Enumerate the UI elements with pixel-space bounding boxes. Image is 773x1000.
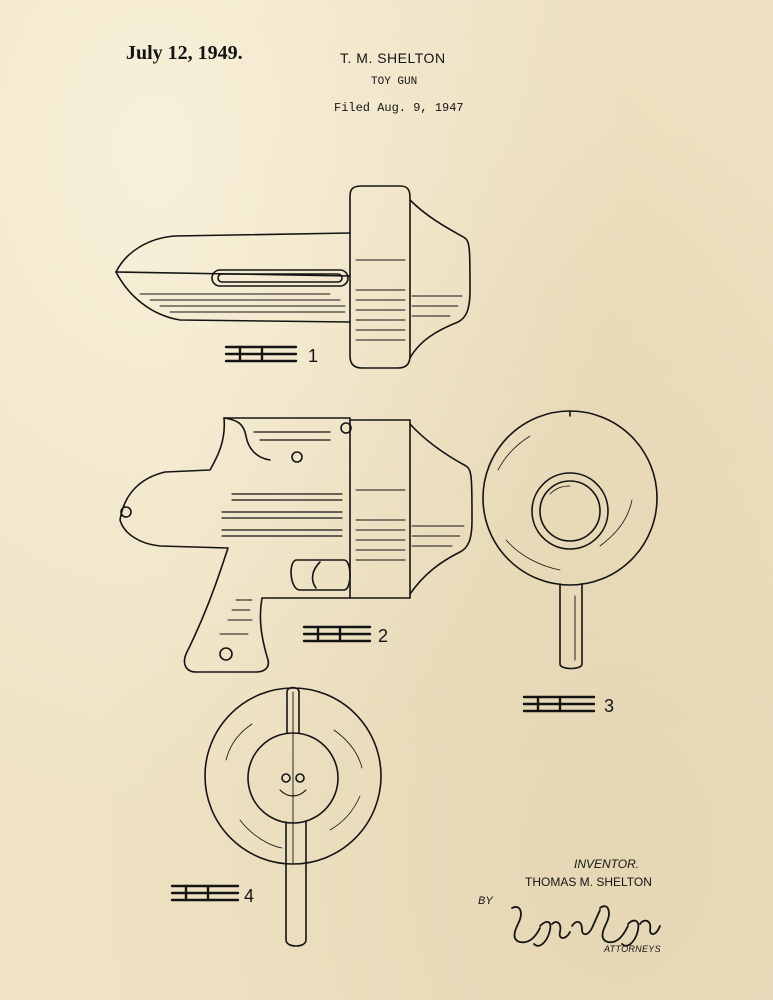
inventor-header: T. M. SHELTON: [340, 50, 446, 66]
fig4-barrel-top: [286, 686, 300, 734]
fig2-trigger-guard: [290, 559, 351, 591]
fig3-handle: [559, 583, 583, 670]
figure-1: 1: [115, 185, 471, 369]
attorneys-label: ATTORNEYS: [604, 944, 661, 954]
fig3-number: 3: [604, 696, 614, 716]
fig2-body-outline: [119, 417, 351, 673]
fig2-drum-shading: [355, 489, 465, 561]
fig4-left-screw: [281, 773, 291, 783]
fig1-label-mark: [224, 345, 298, 363]
filed-date: Filed Aug. 9, 1947: [334, 101, 464, 115]
fig1-muzzle-cone: [409, 199, 471, 359]
figure-3: 3: [482, 410, 658, 716]
fig1-drum-shading: [355, 259, 463, 341]
figure-4: 4: [170, 686, 382, 947]
fig3-barrel-opening: [539, 480, 601, 542]
fig2-trigger: [311, 561, 321, 589]
fig2-sight-pin: [340, 422, 352, 434]
fig1-number: 1: [308, 346, 318, 366]
fig2-body-drum: [349, 419, 411, 599]
fig2-top-notch: [223, 417, 271, 461]
fig2-grip-shading: [219, 599, 253, 635]
fig2-hinge-pin: [291, 451, 303, 463]
fig1-slot: [211, 269, 349, 287]
fig2-grip-screw: [219, 647, 233, 661]
fig2-number: 2: [378, 626, 388, 646]
fig2-nose-pin: [120, 506, 132, 518]
fig2-label-mark: [302, 625, 372, 643]
inventor-label: INVENTOR.: [574, 857, 640, 871]
fig4-shading: [225, 723, 363, 849]
fig1-slot-inner: [217, 273, 343, 283]
fig3-inner-ring: [531, 472, 609, 550]
fig1-barrel-shading: [139, 293, 346, 313]
fig4-right-screw: [295, 773, 305, 783]
by-label: BY: [478, 895, 493, 907]
fig2-top-ribs: [253, 431, 331, 441]
attorney-signature: [511, 905, 661, 947]
figure-2: 2: [119, 417, 473, 673]
fig1-body-drum: [349, 185, 411, 369]
fig3-shading: [497, 435, 633, 571]
fig4-handle: [285, 821, 307, 947]
fig4-number: 4: [244, 886, 254, 906]
fig1-barrel: [115, 232, 351, 323]
fig3-outer-dish: [482, 410, 658, 586]
inventor-name: THOMAS M. SHELTON: [525, 875, 652, 889]
fig4-label-mark: [170, 884, 240, 902]
fig3-label-mark: [522, 695, 596, 713]
patent-title: TOY GUN: [371, 76, 418, 88]
patent-date: July 12, 1949.: [126, 42, 243, 64]
fig2-muzzle-cone: [409, 423, 473, 595]
fig2-body-ribs: [221, 493, 343, 537]
